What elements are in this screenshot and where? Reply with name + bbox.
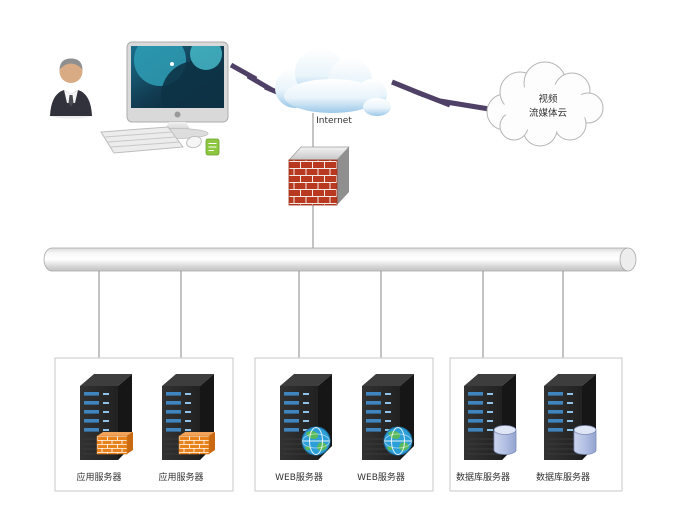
- server-group-web: WEB服务器 WEB服务器: [254, 357, 434, 492]
- mini-firewall-icon: [96, 431, 134, 455]
- globe-icon: [383, 426, 413, 456]
- network-bus: [43, 247, 637, 272]
- globe-icon: [301, 426, 331, 456]
- bus-end-cap: [619, 247, 637, 272]
- mini-firewall-icon: [178, 431, 216, 455]
- firewall-side: [337, 147, 349, 205]
- user-tie: [68, 95, 74, 107]
- desktop-computer: [100, 41, 229, 156]
- server-group-app: 应用服务器 应用服务器: [54, 357, 234, 492]
- server-label: WEB服务器: [357, 471, 405, 483]
- media-cloud: 视频 流媒体云: [486, 61, 604, 147]
- server-label: 应用服务器: [158, 471, 203, 483]
- server-group-db: 数据库服务器 数据库服务器: [449, 357, 623, 492]
- brand-logo-icon: [174, 111, 181, 118]
- internet-cloud: Internet: [275, 48, 391, 126]
- keyboard-icon: [100, 126, 184, 154]
- user-hair: [59, 58, 83, 70]
- server-label: 应用服务器: [76, 471, 121, 483]
- firewall-front: [288, 159, 338, 206]
- lightning-link-right: [391, 79, 490, 112]
- media-cloud-body: [504, 84, 588, 132]
- internet-label: Internet: [316, 116, 352, 126]
- firewall: [288, 146, 350, 206]
- database-icon: [493, 425, 517, 455]
- media-cloud-label-line2: 流媒体云: [529, 107, 567, 119]
- lightning-link-left: [229, 62, 285, 98]
- server-label: 数据库服务器: [536, 471, 590, 483]
- database-icon: [573, 425, 597, 455]
- mouse-icon: [186, 135, 202, 149]
- media-cloud-label-line1: 视频: [538, 93, 558, 105]
- bus-drop-lines: [98, 271, 564, 358]
- user-figure: [49, 58, 93, 119]
- notes-icon: [205, 138, 220, 156]
- user-face: [59, 60, 83, 83]
- server-label: 数据库服务器: [456, 471, 510, 483]
- server-label: WEB服务器: [275, 471, 323, 483]
- monitor-screen-art: [134, 46, 224, 108]
